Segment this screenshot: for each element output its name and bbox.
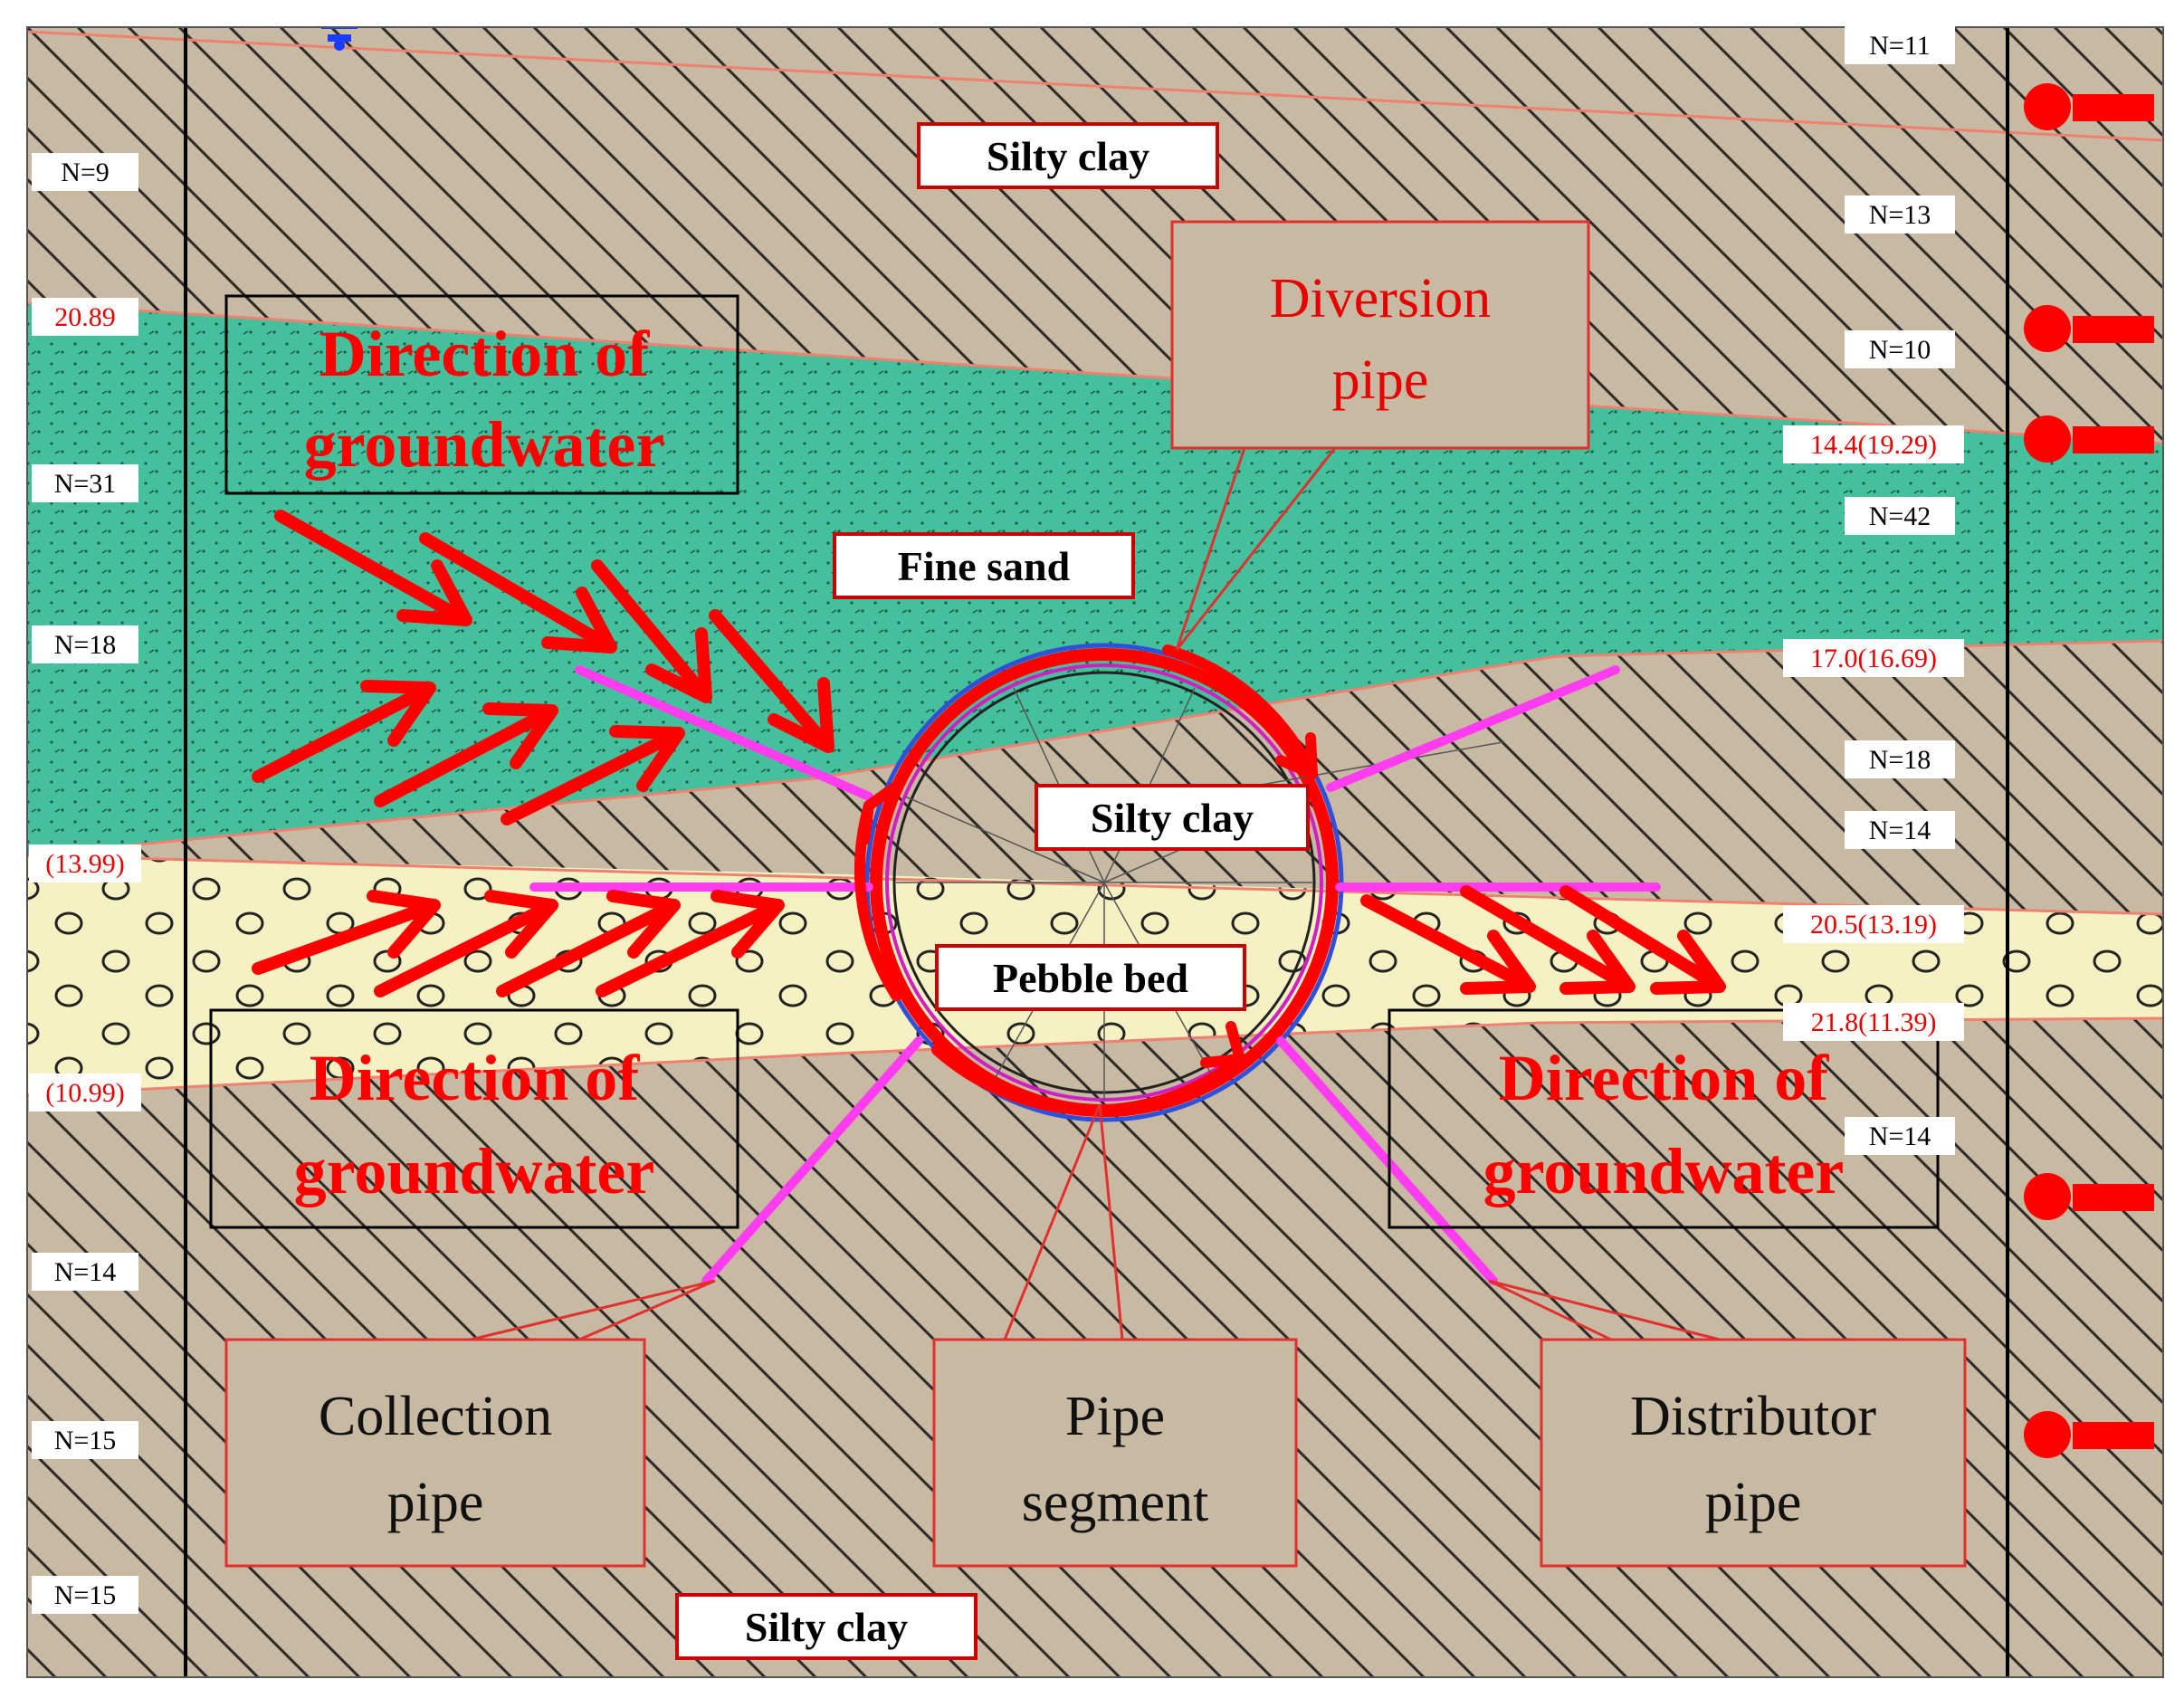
elevation-label: 17.0(16.69) [1783, 639, 1964, 677]
svg-text:Silty clay: Silty clay [1091, 795, 1254, 841]
svg-text:Pebble bed: Pebble bed [993, 955, 1188, 1001]
right-margin-markers [2024, 83, 2154, 1458]
svg-text:Direction of: Direction of [319, 318, 651, 390]
svg-text:N=14: N=14 [1869, 816, 1931, 845]
svg-text:segment: segment [1022, 1472, 1209, 1533]
section-frame [26, 26, 2164, 1678]
svg-text:Direction of: Direction of [1499, 1042, 1830, 1114]
callout-collection-pipe: Collection pipe [224, 1279, 716, 1568]
layer-label-fine-sand: Fine sand [833, 532, 1135, 599]
layer-label-silty-clay-bottom: Silty clay [675, 1593, 978, 1660]
spt-label: N=14 [1845, 1117, 1955, 1155]
elevation-label: 21.8(11.39) [1783, 1003, 1964, 1041]
spt-label: N=14 [32, 1253, 138, 1291]
diversion-pipe-right [1326, 665, 1620, 792]
elevation-label: 20.5(13.19) [1783, 905, 1964, 943]
spt-label: N=14 [1845, 811, 1955, 849]
elevation-label: (13.99) [29, 844, 141, 883]
spt-label: N=13 [1845, 196, 1955, 234]
svg-text:Fine sand: Fine sand [898, 543, 1071, 589]
svg-text:N=15: N=15 [54, 1426, 117, 1455]
svg-text:17.0(16.69): 17.0(16.69) [1810, 644, 1937, 673]
svg-text:Pipe: Pipe [1065, 1386, 1165, 1447]
svg-text:N=9: N=9 [61, 157, 110, 187]
svg-text:Silty clay: Silty clay [987, 133, 1149, 179]
layer-label-pebble-bed: Pebble bed [935, 944, 1246, 1011]
svg-text:Direction of: Direction of [310, 1042, 641, 1114]
callout-distributor-pipe: Distributor pipe [1488, 1279, 1967, 1568]
pipes [529, 665, 1661, 1285]
svg-text:(13.99): (13.99) [45, 849, 124, 879]
svg-text:N=14: N=14 [54, 1257, 117, 1287]
spt-label: N=18 [1845, 740, 1955, 778]
spt-label: N=10 [1845, 330, 1955, 368]
svg-text:N=14: N=14 [1869, 1121, 1931, 1151]
groundwater-arrows-right [1360, 885, 1726, 995]
svg-text:pipe: pipe [1332, 349, 1429, 411]
svg-text:21.8(11.39): 21.8(11.39) [1811, 1007, 1937, 1037]
layer-label-silty-clay-top: Silty clay [917, 122, 1219, 189]
spt-label: N=15 [32, 1576, 138, 1614]
svg-text:pipe: pipe [387, 1472, 484, 1533]
svg-text:Diversion: Diversion [1270, 268, 1492, 329]
svg-text:14.4(19.29): 14.4(19.29) [1810, 430, 1937, 460]
callout-diversion-pipe: Diversion pipe [1170, 220, 1590, 651]
svg-text:N=42: N=42 [1869, 501, 1931, 531]
svg-text:Collection: Collection [319, 1386, 552, 1447]
right-borehole-labels: N=11 N=13 N=10 14.4(19.29) N=42 17.0(16.… [1783, 26, 1964, 1155]
svg-text:20.5(13.19): 20.5(13.19) [1810, 910, 1937, 940]
svg-text:groundwater: groundwater [294, 1135, 655, 1207]
elevation-label: 14.4(19.29) [1783, 425, 1964, 463]
spt-label: N=42 [1845, 497, 1955, 535]
direction-label-bottom-left: Direction of groundwater [209, 1008, 739, 1229]
spt-label: N=15 [32, 1421, 138, 1459]
elevation-label: 20.89 [32, 298, 138, 336]
svg-text:Distributor: Distributor [1630, 1386, 1876, 1447]
svg-text:groundwater: groundwater [304, 408, 665, 481]
svg-text:groundwater: groundwater [1483, 1135, 1845, 1207]
spt-label: N=31 [32, 464, 138, 502]
layer-label-silty-clay-mid: Silty clay [1035, 784, 1310, 851]
callout-pipe-segment: Pipe segment [932, 1103, 1298, 1568]
groundwater-arrows-left-lower [252, 890, 785, 997]
spt-label: N=11 [1845, 26, 1955, 64]
svg-text:N=18: N=18 [54, 630, 117, 660]
svg-text:(10.99): (10.99) [45, 1078, 124, 1108]
circulation-arrows [854, 644, 1318, 1116]
svg-text:N=31: N=31 [54, 469, 117, 499]
distributor-pipe [1276, 1036, 1498, 1285]
svg-text:N=10: N=10 [1869, 335, 1931, 365]
svg-text:pipe: pipe [1705, 1472, 1802, 1533]
svg-text:Silty clay: Silty clay [745, 1604, 908, 1650]
collection-pipe [701, 1036, 923, 1285]
elevation-label: (10.99) [29, 1073, 141, 1112]
svg-text:N=15: N=15 [54, 1580, 117, 1610]
direction-label-top-left: Direction of groundwater [224, 294, 739, 495]
diversion-pipe-left [575, 665, 873, 801]
spt-label: N=18 [32, 625, 138, 663]
svg-text:20.89: 20.89 [54, 302, 116, 332]
svg-text:N=18: N=18 [1869, 745, 1931, 775]
svg-text:N=11: N=11 [1869, 31, 1930, 61]
spt-label: N=9 [32, 153, 138, 191]
left-borehole-labels: N=9 20.89 N=31 N=18 (13.99) (10.99) N=14… [29, 153, 141, 1614]
direction-label-bottom-right: Direction of groundwater [1388, 1008, 1940, 1229]
groundwater-arrows-left-upper [252, 510, 834, 825]
svg-text:N=13: N=13 [1869, 200, 1931, 230]
